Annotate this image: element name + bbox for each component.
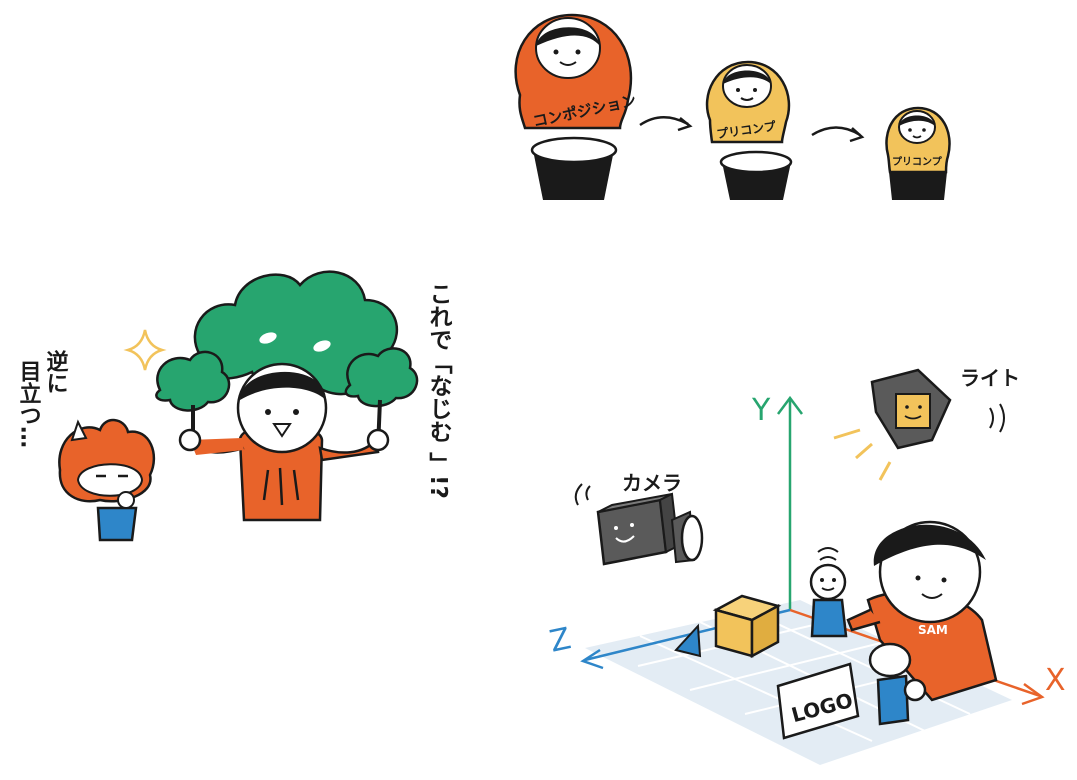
speech-right: これで「なじむ 」!? [425, 282, 453, 499]
shirt-text: SAM [918, 623, 948, 637]
y-axis-label: Y [751, 393, 771, 428]
tree-costume-scene: 逆に 目立つ… これで「なじむ 」!? [16, 272, 453, 540]
speech-left-line1: 逆に [43, 349, 69, 394]
nesting-dolls-group: コンポジション プリコンプ プリコンプ [516, 15, 950, 200]
speech-left: 逆に 目立つ… [16, 349, 69, 448]
speech-left-line2: 目立つ… [16, 360, 42, 448]
camera-icon [576, 484, 702, 564]
scene-3d: Y X Z カメラ ライト [547, 366, 1066, 765]
medium-doll: プリコンプ [707, 62, 789, 142]
small-doll-label: プリコンプ [892, 155, 943, 168]
orange-hair-character [59, 420, 154, 540]
x-axis-label: X [1045, 663, 1066, 698]
large-doll: コンポジション [516, 15, 638, 131]
light-label: ライト [960, 366, 1020, 390]
speech-right-line1: これで「なじむ [425, 282, 453, 443]
sparkle-icon [128, 330, 162, 370]
small-figure-toy [811, 548, 846, 636]
right-tree-prop [346, 348, 417, 406]
z-axis-label: Z [547, 621, 574, 660]
speech-right-line2: 」!? [425, 452, 453, 499]
left-tree-prop [156, 352, 229, 411]
small-doll: プリコンプ [886, 108, 949, 200]
cube-object [716, 596, 778, 656]
camera-label: カメラ [622, 471, 682, 495]
